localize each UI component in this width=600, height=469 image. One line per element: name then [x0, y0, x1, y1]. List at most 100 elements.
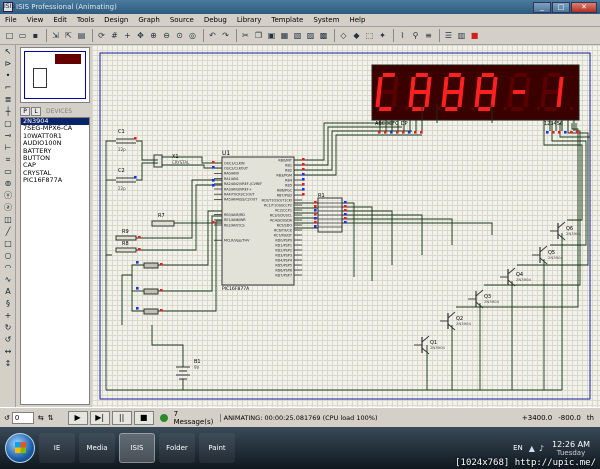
pause-button[interactable]: ||	[111, 410, 132, 425]
symbol-icon[interactable]: §	[6, 299, 10, 308]
menu-help[interactable]: Help	[349, 16, 366, 24]
close-button[interactable]: ✕	[571, 1, 597, 13]
block-move-icon[interactable]: ▧	[293, 31, 302, 40]
rotate-ccw-icon[interactable]: ↺	[4, 413, 10, 422]
refresh-icon[interactable]: ⟳	[98, 31, 105, 40]
text-icon[interactable]: A	[5, 287, 11, 296]
mirror-icon[interactable]: ↔	[4, 347, 12, 356]
battery-b1[interactable]	[176, 366, 190, 380]
menu-graph[interactable]: Graph	[138, 16, 160, 24]
zoom-all-icon[interactable]: ⊙	[176, 31, 183, 40]
push-buttons[interactable]	[143, 262, 159, 315]
language-indicator[interactable]: EN	[513, 444, 523, 452]
device-list-item[interactable]: CAP	[23, 161, 36, 170]
wire-label-icon[interactable]: ⌐	[4, 83, 12, 92]
rotate-cw-icon[interactable]: ↻	[4, 323, 12, 332]
generator-icon[interactable]: ⊚	[4, 179, 12, 188]
device-list-item[interactable]: AUDIO100N	[23, 139, 62, 148]
zoom-out-icon[interactable]: ⊖	[163, 31, 170, 40]
zoom-area-icon[interactable]: ◎	[189, 31, 196, 40]
netlist-icon[interactable]: ☰	[444, 31, 453, 40]
capacitor-c2[interactable]	[116, 177, 136, 183]
device-list-item[interactable]: PIC16F877A	[23, 176, 63, 185]
device-list-item[interactable]: 10WATT0R1	[23, 131, 62, 140]
pin-icon[interactable]: ⊢	[4, 143, 12, 152]
undo-icon[interactable]: ↶	[209, 31, 216, 40]
device-list-item[interactable]: CRYSTAL	[23, 168, 52, 177]
copy-icon[interactable]: ❐	[254, 31, 263, 40]
pan-icon[interactable]: ✥	[137, 31, 144, 40]
capacitor-c1[interactable]	[116, 138, 136, 144]
crystal-x1[interactable]	[153, 154, 163, 168]
menu-edit[interactable]: Edit	[53, 16, 67, 24]
schematic-canvas[interactable]: ABCDEFG DP 123456 U1 PIC16F877A OSC1/CLK…	[92, 45, 600, 407]
start-button[interactable]	[5, 433, 35, 463]
select-icon[interactable]: ↖	[4, 47, 12, 56]
volume-icon[interactable]: ♪	[538, 443, 545, 453]
component-icon[interactable]: ⊳	[4, 59, 12, 68]
make-device-icon[interactable]: ◆	[353, 31, 360, 40]
overview-window[interactable]	[20, 47, 90, 103]
arc-icon[interactable]: ◠	[4, 263, 12, 272]
packaging-icon[interactable]: ⬚	[365, 31, 374, 40]
device-list-item[interactable]: BATTERY	[23, 146, 52, 155]
maximize-button[interactable]: □	[552, 1, 570, 13]
rotate-ccw-icon[interactable]: ↺	[4, 335, 12, 344]
menu-source[interactable]: Source	[169, 16, 194, 24]
terminal-icon[interactable]: ⊸	[4, 131, 12, 140]
line-icon[interactable]: ╱	[5, 227, 11, 236]
decompose-icon[interactable]: ✦	[379, 31, 386, 40]
menu-template[interactable]: Template	[271, 16, 304, 24]
import-icon[interactable]: ⇲	[52, 31, 59, 40]
clock[interactable]: 12:26 AM Tuesday	[552, 440, 590, 457]
menu-file[interactable]: File	[5, 16, 17, 24]
cut-icon[interactable]: ✂	[242, 31, 249, 40]
grid-icon[interactable]: #	[111, 31, 118, 40]
redo-icon[interactable]: ↷	[222, 31, 229, 40]
menu-system[interactable]: System	[313, 16, 340, 24]
junction-icon[interactable]: •	[5, 71, 11, 80]
tape-icon[interactable]: ▭	[4, 167, 12, 176]
pick-device-icon[interactable]: ◇	[340, 31, 347, 40]
probe-voltage-icon[interactable]: ⓥ	[4, 191, 12, 200]
resistor-r8[interactable]	[115, 247, 137, 253]
ares-icon[interactable]: ■	[470, 31, 479, 40]
box-icon[interactable]: □	[4, 239, 12, 248]
subcircuit-icon[interactable]: ▢	[4, 119, 12, 128]
save-icon[interactable]: ▪	[32, 31, 39, 40]
circle-icon[interactable]: ○	[4, 251, 12, 260]
taskbar-app-paint[interactable]: Paint	[199, 433, 235, 463]
export-icon[interactable]: ⇱	[65, 31, 72, 40]
library-manager-button[interactable]: L	[31, 106, 41, 116]
resistor-r7[interactable]	[151, 220, 175, 227]
device-list-item[interactable]: 2N3904	[21, 117, 89, 126]
step-button[interactable]: ▶|	[89, 410, 110, 425]
block-copy-icon[interactable]: ▦	[280, 31, 289, 40]
search-icon[interactable]: ⚲	[412, 31, 419, 40]
taskbar-app-media[interactable]: Media	[79, 433, 115, 463]
pick-devices-button[interactable]: P	[20, 106, 30, 116]
menu-tools[interactable]: Tools	[76, 16, 95, 24]
device-list-item[interactable]: 7SEG-MPX6-CA	[23, 124, 73, 133]
new-file-icon[interactable]: □	[5, 31, 14, 40]
menu-view[interactable]: View	[26, 16, 44, 24]
bus-icon[interactable]: ┼	[5, 107, 11, 116]
device-list-item[interactable]: BUTTON	[23, 154, 51, 163]
taskbar-app-ie[interactable]: IE	[39, 433, 75, 463]
text-script-icon[interactable]: ≣	[4, 95, 12, 104]
bom-icon[interactable]: ▥	[457, 31, 466, 40]
taskbar-app-folder[interactable]: Folder	[159, 433, 195, 463]
mirror-v-icon[interactable]: ⇅	[47, 413, 54, 422]
rotation-field[interactable]: 0	[11, 411, 34, 424]
resistor-r9[interactable]	[115, 235, 137, 241]
menu-library[interactable]: Library	[236, 16, 262, 24]
open-folder-icon[interactable]: ▭	[18, 31, 27, 40]
probe-current-icon[interactable]: ⓐ	[4, 203, 12, 212]
zoom-in-icon[interactable]: ⊕	[150, 31, 157, 40]
